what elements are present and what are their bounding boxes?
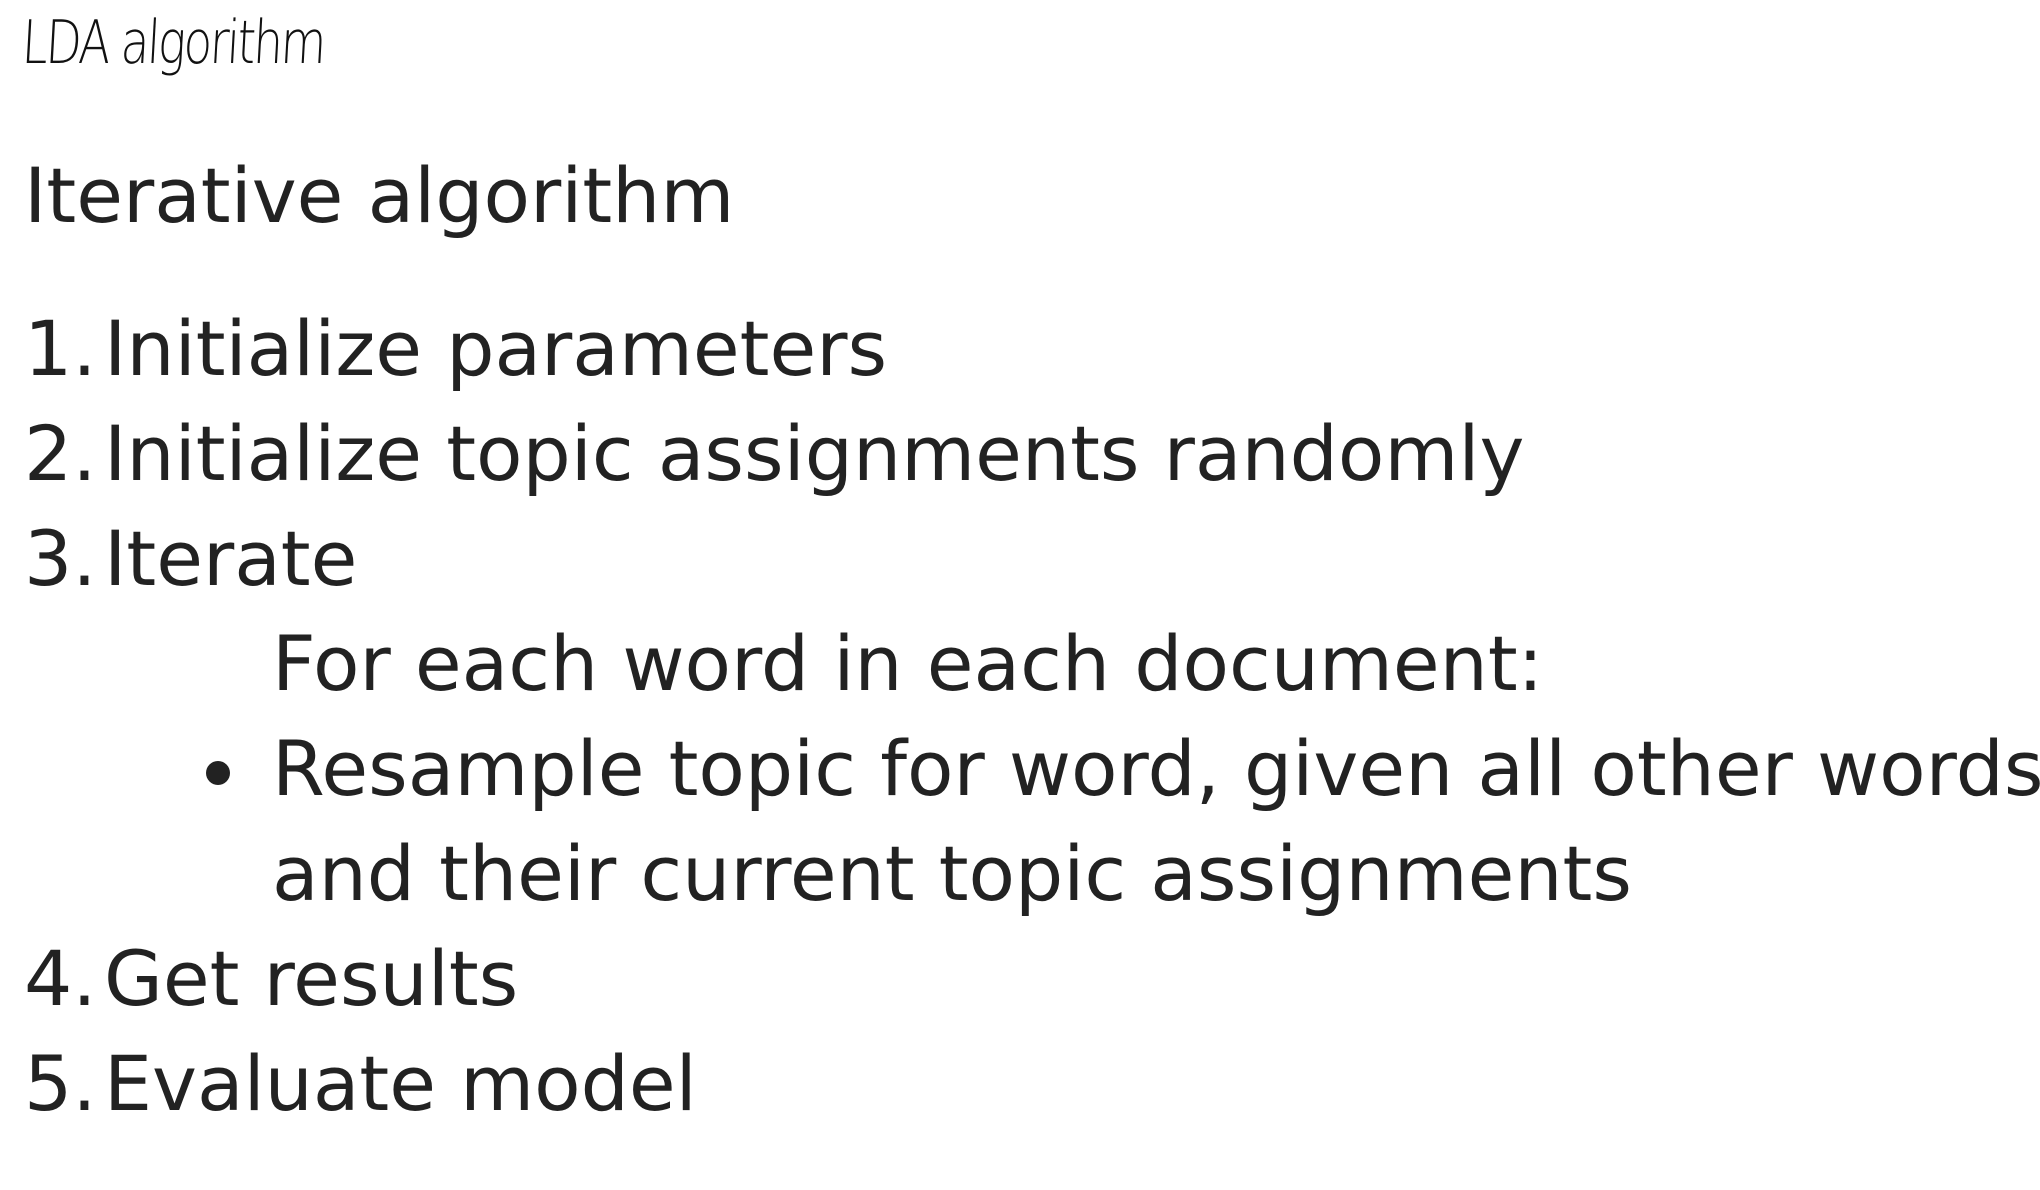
- step-number: 2.: [24, 409, 97, 498]
- list-item: 5. Evaluate model: [24, 1031, 697, 1136]
- list-item: 3. Iterate: [24, 506, 1524, 611]
- bullet-icon: [206, 761, 230, 785]
- list-item: 2. Initialize topic assignments randomly: [24, 401, 1524, 506]
- bullet-item: Resample topic for word, given all other…: [206, 716, 2040, 821]
- slide-subtitle: Iterative algorithm: [24, 151, 735, 240]
- step-text: Iterate: [104, 514, 358, 603]
- steps-list-lower: 4. Get results 5. Evaluate model: [24, 926, 697, 1136]
- step-text: Initialize parameters: [104, 304, 888, 393]
- step-number: 1.: [24, 304, 97, 393]
- steps-list: 1. Initialize parameters 2. Initialize t…: [24, 296, 1524, 611]
- step-text: Get results: [104, 934, 519, 1023]
- bullet-text-line2: and their current topic assignments: [272, 829, 1632, 918]
- step-text: Evaluate model: [104, 1039, 697, 1128]
- step-number: 5.: [24, 1039, 97, 1128]
- iterate-intro: For each word in each document:: [272, 619, 1544, 708]
- slide-title: LDA algorithm: [20, 8, 327, 78]
- step-text: Initialize topic assignments randomly: [104, 409, 1525, 498]
- bullet-text-line1: Resample topic for word, given all other…: [272, 724, 2040, 813]
- list-item: 1. Initialize parameters: [24, 296, 1524, 401]
- iterate-detail: For each word in each document: Resample…: [206, 611, 2040, 926]
- list-item: 4. Get results: [24, 926, 697, 1031]
- step-number: 4.: [24, 934, 97, 1023]
- step-number: 3.: [24, 514, 97, 603]
